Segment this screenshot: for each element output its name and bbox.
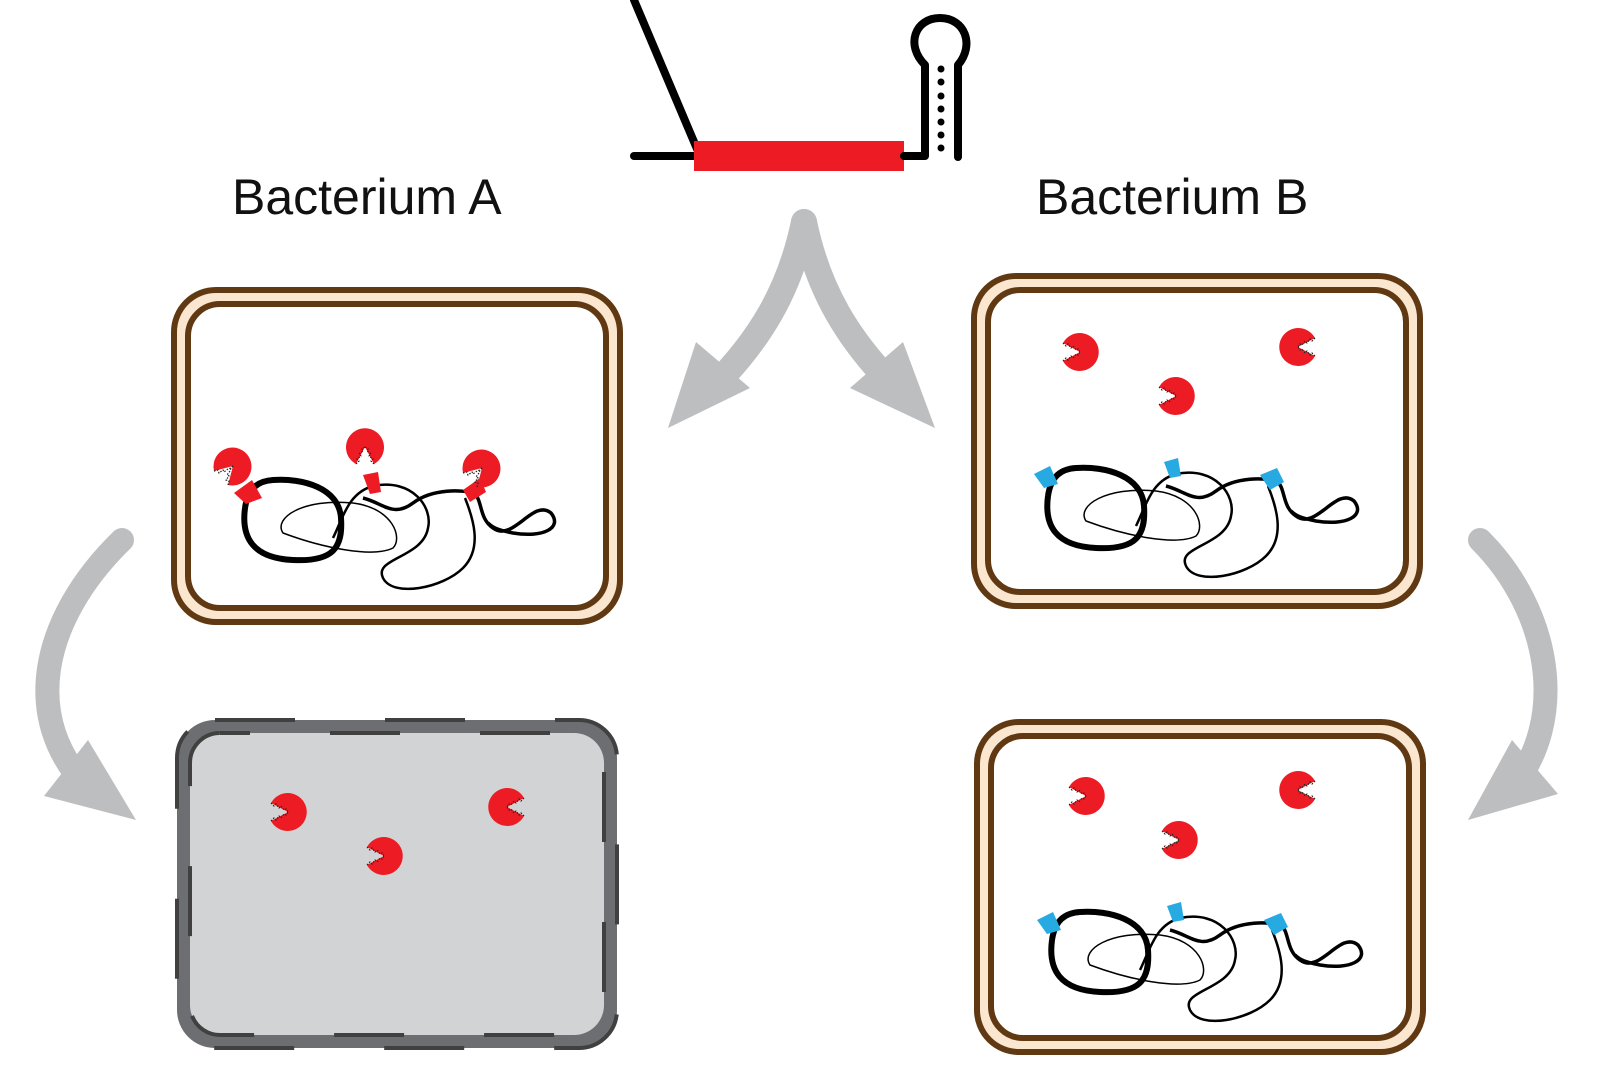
guide-rna-spacer: [694, 141, 904, 171]
cell-b-bottom: [974, 719, 1426, 1055]
protected-site: [1264, 913, 1288, 935]
cut-site: [234, 480, 262, 504]
fork-arrow: [668, 209, 935, 428]
bacterium-a-label: Bacterium A: [232, 169, 502, 225]
protected-site: [1037, 912, 1061, 934]
bacterium-b-label: Bacterium B: [1036, 169, 1309, 225]
arrowhead-left: [668, 342, 750, 428]
arrowhead-right: [850, 342, 935, 428]
arrow-b-down: [1468, 528, 1558, 820]
arrow-a-down: [35, 528, 136, 820]
hairpin-loop: [900, 14, 971, 161]
cell-a-bottom-dead: [175, 718, 619, 1050]
hairpin-base-pairs: [937, 65, 945, 152]
cell-a-top: [171, 287, 623, 625]
guide-rna-construct: [630, 0, 971, 171]
cut-site: [363, 472, 381, 494]
protected-site: [1034, 466, 1058, 488]
protected-site: [1260, 468, 1284, 490]
cell-b-top: [971, 273, 1423, 609]
protected-site: [1164, 458, 1181, 478]
protected-site: [1167, 902, 1184, 922]
